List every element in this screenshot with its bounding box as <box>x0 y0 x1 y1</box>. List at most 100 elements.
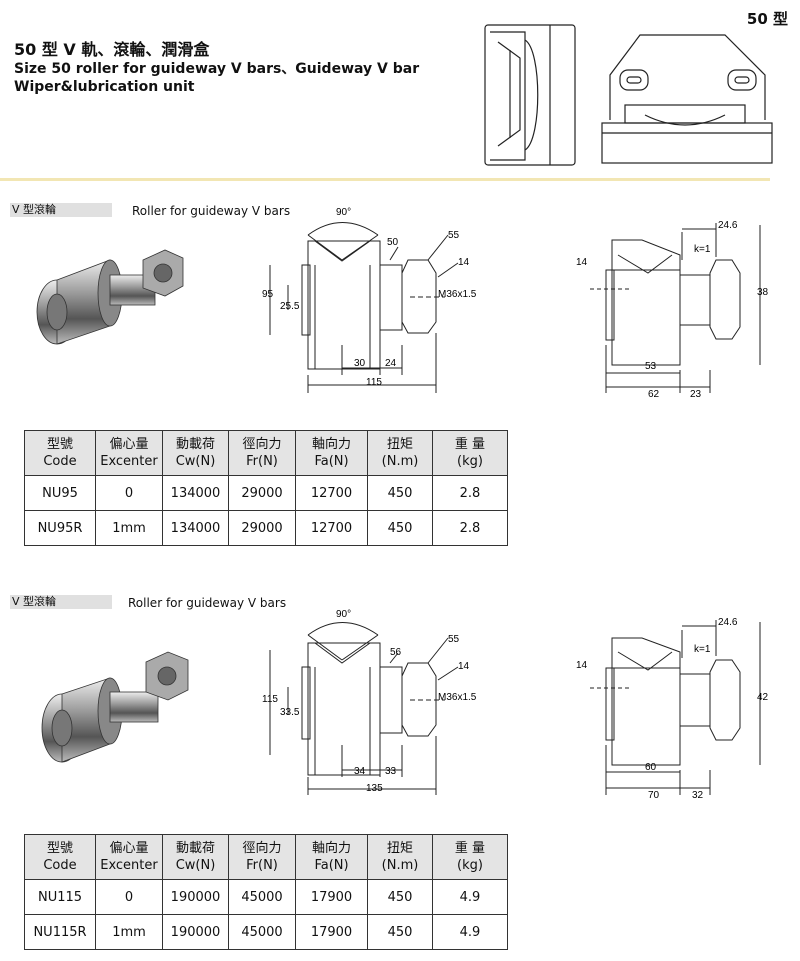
dim-115: 115 <box>366 377 382 388</box>
table-row: NU95 0 134000 29000 12700 450 2.8 <box>24 475 508 511</box>
table-cell: 4.9 <box>432 914 508 950</box>
dim-14-2: 14 <box>458 661 470 672</box>
table-cell: 450 <box>367 475 433 511</box>
dim-62: 62 <box>648 389 660 400</box>
dim-55-2: 55 <box>448 634 460 645</box>
dim-95: 95 <box>262 289 274 300</box>
dim-53: 53 <box>645 361 657 372</box>
table-cell: 4.9 <box>432 879 508 915</box>
dim-thread: M36x1.5 <box>438 289 477 300</box>
title-en-line1: Size 50 roller for guideway V bars、Guide… <box>14 61 420 77</box>
section2-label-en: Roller for guideway V bars <box>128 596 287 610</box>
dim-14-side-2: 14 <box>576 660 588 671</box>
col-header-torque: 扭矩(N.m) <box>367 430 433 476</box>
table-cell: 45000 <box>228 914 296 950</box>
table-cell: 190000 <box>162 914 229 950</box>
table-cell: 1mm <box>95 510 163 546</box>
roller-side-drawing: 24.6 k=1 14 38 53 62 23 <box>576 220 769 400</box>
roller-front-drawing-2: 90° 56 55 14 115 33.5 M36x1.5 34 33 135 <box>262 609 477 795</box>
table-cell: 17900 <box>295 914 368 950</box>
dim-angle: 90° <box>336 207 351 218</box>
dim-60: 60 <box>645 762 657 773</box>
dim-24-6: 24.6 <box>718 220 738 231</box>
roller-3d-image-2 <box>41 651 189 763</box>
roller-3d-image <box>36 249 184 345</box>
dim-14: 14 <box>458 257 470 268</box>
table-cell: 0 <box>95 879 163 915</box>
col-header-weight: 重 量(kg) <box>432 430 508 476</box>
dim-135: 135 <box>366 783 383 794</box>
dim-70: 70 <box>648 790 660 800</box>
table-cell: 17900 <box>295 879 368 915</box>
dim-34: 34 <box>354 766 366 777</box>
dim-42: 42 <box>757 692 769 703</box>
page-title-cn: 50 型 V 軌、滾輪、潤滑盒 <box>14 40 210 59</box>
section2-label-cn: V 型滾輪 <box>10 595 112 609</box>
table-cell: 2.8 <box>432 510 508 546</box>
dim-55: 55 <box>448 230 460 241</box>
table-cell: 12700 <box>295 475 368 511</box>
roller-side-drawing-2: 24.6 k=1 14 42 60 70 32 <box>576 617 769 800</box>
table-cell: NU115 <box>24 879 96 915</box>
table-cell: 1mm <box>95 914 163 950</box>
table-cell: NU95 <box>24 475 96 511</box>
dim-115-height: 115 <box>262 694 278 705</box>
section1-label-cn: V 型滾輪 <box>10 203 112 217</box>
dim-33-5: 33.5 <box>280 707 300 718</box>
dim-k: k=1 <box>694 244 711 255</box>
dim-25-5: 25.5 <box>280 301 300 312</box>
table-row: NU115R 1mm 190000 45000 17900 450 4.9 <box>24 914 508 950</box>
table-cell: 134000 <box>162 475 229 511</box>
dim-24-6-2: 24.6 <box>718 617 738 628</box>
dim-k-2: k=1 <box>694 644 711 655</box>
dim-38: 38 <box>757 287 769 298</box>
dim-56: 56 <box>390 647 402 658</box>
table-cell: 29000 <box>228 475 296 511</box>
dim-23: 23 <box>690 389 702 400</box>
table-cell: 450 <box>367 914 433 950</box>
title-en-line2: Wiper&lubrication unit <box>14 79 195 95</box>
dim-30: 30 <box>354 358 366 369</box>
table-cell: 2.8 <box>432 475 508 511</box>
header-divider <box>0 178 770 181</box>
page-title-en: Size 50 roller for guideway V bars、Guide… <box>14 60 419 96</box>
table-cell: NU115R <box>24 914 96 950</box>
dim-32: 32 <box>692 790 704 800</box>
table-cell: 12700 <box>295 510 368 546</box>
table-cell: 450 <box>367 510 433 546</box>
table-cell: 0 <box>95 475 163 511</box>
table-cell: 134000 <box>162 510 229 546</box>
table-cell: 29000 <box>228 510 296 546</box>
dim-33: 33 <box>385 766 397 777</box>
dim-thread-2: M36x1.5 <box>438 692 477 703</box>
col-header-torque: 扭矩(N.m) <box>367 834 433 880</box>
section1-label-en: Roller for guideway V bars <box>132 204 291 218</box>
dim-14-side: 14 <box>576 257 588 268</box>
table-cell: 450 <box>367 879 433 915</box>
table-row: NU115 0 190000 45000 17900 450 4.9 <box>24 879 508 915</box>
header-drawing <box>484 24 773 166</box>
table-cell: NU95R <box>24 510 96 546</box>
table-row: NU95R 1mm 134000 29000 12700 450 2.8 <box>24 510 508 546</box>
table-cell: 45000 <box>228 879 296 915</box>
table-cell: 190000 <box>162 879 229 915</box>
roller-front-drawing: 90° 50 55 14 95 25.5 M36x1.5 30 24 115 <box>262 207 477 393</box>
dim-50: 50 <box>387 237 399 248</box>
dim-24: 24 <box>385 358 397 369</box>
col-header-weight: 重 量(kg) <box>432 834 508 880</box>
dim-angle-2: 90° <box>336 609 351 620</box>
